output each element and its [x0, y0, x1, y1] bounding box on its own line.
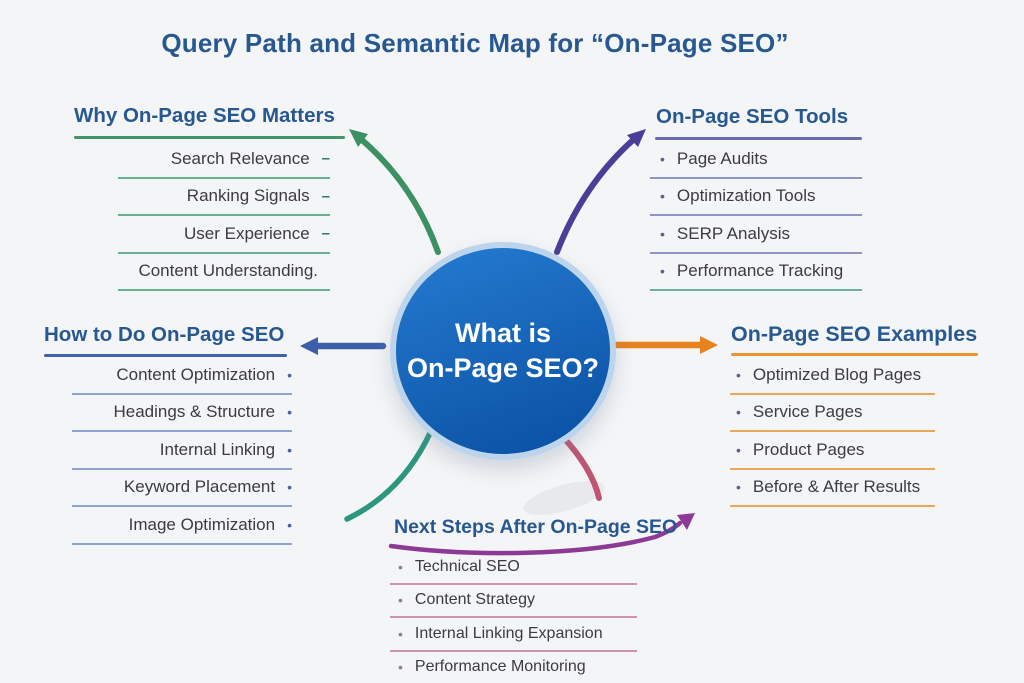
heading-underline-examples: [731, 353, 978, 356]
branch-item: • SERP Analysis: [650, 216, 862, 254]
dot-bullet-icon: •: [736, 404, 741, 421]
item-label: User Experience: [183, 223, 310, 243]
dot-bullet-icon: •: [287, 516, 292, 533]
arrow-examples-head-icon: [700, 336, 718, 354]
item-label: Service Pages: [752, 402, 863, 422]
branch-item: User Experience –: [118, 216, 330, 254]
arrow-how-head-icon: [300, 337, 318, 355]
branch-item: • Performance Monitoring: [390, 652, 637, 683]
branch-item: • Product Pages: [730, 432, 935, 470]
branch-list-tools: • Page Audits • Optimization Tools • SER…: [650, 141, 862, 291]
dot-bullet-icon: •: [287, 479, 292, 496]
dot-bullet-icon: •: [398, 659, 403, 676]
dash-bullet-icon: –: [321, 150, 330, 168]
dash-bullet-icon: –: [321, 187, 330, 205]
heading-underline-tools: [655, 137, 862, 140]
dot-bullet-icon: •: [736, 479, 741, 496]
arrow-tools-head-icon: [627, 129, 646, 147]
branch-heading-how: How to Do On-Page SEO: [44, 323, 285, 346]
arrow-why: [359, 137, 441, 255]
arrow-next-head-icon: [677, 513, 695, 530]
dot-bullet-icon: •: [660, 150, 665, 167]
dash-bullet-icon: –: [321, 225, 330, 243]
item-label: Content Understanding.: [138, 261, 318, 281]
branch-item: Search Relevance –: [118, 141, 330, 179]
item-label: Optimization Tools: [676, 186, 816, 206]
branch-item: • Before & After Results: [730, 470, 935, 507]
page-title: Query Path and Semantic Map for “On-Page…: [161, 28, 789, 58]
branch-item: • Performance Tracking: [650, 254, 862, 291]
branch-item: • Service Pages: [730, 395, 935, 432]
item-label: Ranking Signals: [186, 186, 310, 206]
dot-bullet-icon: •: [287, 366, 292, 383]
heading-underline-how: [44, 354, 287, 357]
branch-item: • Technical SEO: [390, 551, 637, 585]
center-node-line2: On-Page SEO?: [406, 353, 600, 383]
branch-list-why: Search Relevance – Ranking Signals – Use…: [118, 141, 330, 291]
item-label: Optimized Blog Pages: [752, 364, 922, 384]
item-label: SERP Analysis: [676, 223, 790, 243]
dot-bullet-icon: •: [287, 404, 292, 421]
dot-bullet-icon: •: [398, 625, 403, 642]
dot-bullet-icon: •: [398, 558, 403, 575]
arrow-why-head-icon: [349, 129, 368, 147]
dot-bullet-icon: •: [736, 366, 741, 383]
item-label: Product Pages: [752, 439, 865, 459]
branch-item: • Page Audits: [650, 141, 862, 179]
branch-list-next: • Technical SEO • Content Strategy • Int…: [390, 551, 637, 683]
page-curl-shape: [523, 480, 605, 516]
branch-item: Headings & Structure •: [72, 395, 292, 432]
arc-next: [559, 433, 602, 501]
item-label: Performance Monitoring: [414, 658, 586, 676]
branch-item: • Optimization Tools: [650, 179, 862, 216]
arc-bottom-left: [344, 428, 434, 522]
center-node: What is On-Page SEO?: [390, 242, 616, 460]
item-label: Headings & Structure: [113, 402, 276, 422]
item-label: Image Optimization: [128, 514, 276, 534]
item-label: Internal Linking: [159, 439, 276, 459]
branch-item: • Optimized Blog Pages: [730, 357, 935, 395]
branch-list-examples: • Optimized Blog Pages • Service Pages •…: [730, 357, 935, 507]
center-node-line1: What is: [454, 317, 551, 348]
branch-heading-next: Next Steps After On-Page SEO: [394, 516, 678, 538]
item-label: Before & After Results: [752, 477, 921, 497]
item-label: Content Strategy: [414, 591, 535, 609]
branch-item: Image Optimization •: [72, 507, 292, 545]
item-label: Keyword Placement: [123, 477, 276, 497]
branch-heading-why: Why On-Page SEO Matters: [74, 104, 335, 127]
item-label: Search Relevance: [170, 148, 310, 168]
branch-item: Internal Linking •: [72, 432, 292, 470]
branch-heading-examples: On-Page SEO Examples: [731, 322, 978, 346]
branch-item: • Content Strategy: [390, 585, 637, 618]
item-label: Internal Linking Expansion: [414, 624, 603, 642]
branch-item: Ranking Signals –: [118, 179, 330, 216]
item-label: Performance Tracking: [676, 261, 844, 281]
dot-bullet-icon: •: [398, 592, 403, 609]
item-label: Technical SEO: [414, 557, 520, 575]
arrow-tools: [554, 137, 636, 255]
branch-item: Content Optimization •: [72, 357, 292, 395]
branch-item: Keyword Placement •: [72, 470, 292, 507]
item-label: Content Optimization: [116, 364, 276, 384]
dot-bullet-icon: •: [736, 441, 741, 458]
branch-item: Content Understanding.: [118, 254, 330, 291]
branch-item: • Internal Linking Expansion: [390, 618, 637, 652]
item-label: Page Audits: [676, 148, 768, 168]
dot-bullet-icon: •: [660, 225, 665, 242]
branch-list-how: Content Optimization • Headings & Struct…: [72, 357, 292, 545]
dot-bullet-icon: •: [287, 441, 292, 458]
dot-bullet-icon: •: [660, 188, 665, 205]
dot-bullet-icon: •: [660, 263, 665, 280]
branch-heading-tools: On-Page SEO Tools: [656, 105, 849, 128]
heading-underline-why: [74, 136, 345, 139]
